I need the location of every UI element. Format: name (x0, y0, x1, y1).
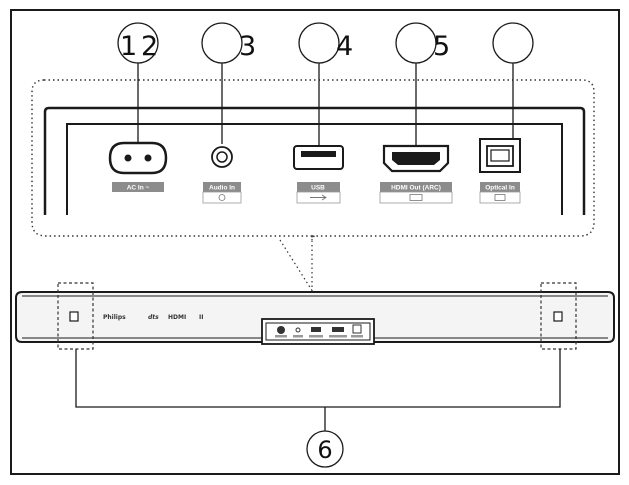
mount-bracket-line (75, 349, 561, 408)
audio-label-badge (203, 182, 241, 192)
usb-port-icon (293, 145, 344, 170)
bar-tag-text: II (199, 314, 203, 321)
right-mount-marker (540, 282, 577, 350)
callout-circle-extra (492, 22, 534, 64)
usb-label-badge (297, 182, 340, 192)
ac-label: AC In ~ (127, 185, 150, 192)
hdmi-label-badge (380, 182, 452, 192)
callout-number-2: 2 (141, 31, 158, 62)
hdmi-symbol-icon (409, 194, 423, 201)
callout-number-5: 5 (433, 31, 450, 62)
bar-hdmi-logo: HDMI (168, 314, 186, 321)
bar-port-strip (261, 318, 375, 345)
usb-label: USB (311, 185, 325, 192)
callout-number-6: 6 (317, 436, 332, 464)
optical-port-icon (479, 138, 521, 173)
callout-circle-4 (298, 22, 340, 64)
audio-symbol-box (202, 191, 242, 204)
audio-jack-icon (211, 146, 233, 168)
callout-circle-1 (117, 22, 159, 64)
callout-circle-5 (395, 22, 437, 64)
right-mount-hole (553, 311, 563, 322)
usb-symbol-icon (310, 194, 327, 201)
audio-symbol-icon (218, 194, 226, 201)
optical-label: Optical In (485, 185, 515, 192)
optical-symbol-box (479, 191, 521, 204)
callout-number-1: 1 (120, 31, 137, 62)
bar-dts-logo: dts (148, 314, 159, 321)
callout-circle-3 (201, 22, 243, 64)
soundbar-body (15, 291, 615, 343)
left-mount-hole (69, 311, 79, 322)
callout-number-4: 4 (336, 31, 353, 62)
zoom-lead-lines (279, 236, 319, 301)
ac-power-connector-icon (108, 141, 168, 175)
zoom-outline (31, 79, 595, 241)
callout-number-3: 3 (239, 31, 256, 62)
hdmi-label: HDMI Out (ARC) (391, 185, 441, 192)
audio-label: Audio In (209, 185, 235, 192)
ac-label-badge (112, 182, 164, 192)
optical-symbol-icon (494, 194, 506, 201)
bar-brand-text: Philips (103, 314, 126, 321)
hdmi-symbol-box (379, 191, 453, 204)
hdmi-port-icon (382, 144, 450, 173)
port-panel-inner (66, 123, 563, 215)
port-panel-outer (43, 106, 586, 215)
callout-circle-6 (306, 430, 344, 468)
outer-frame (10, 9, 620, 475)
optical-label-badge (480, 182, 520, 192)
